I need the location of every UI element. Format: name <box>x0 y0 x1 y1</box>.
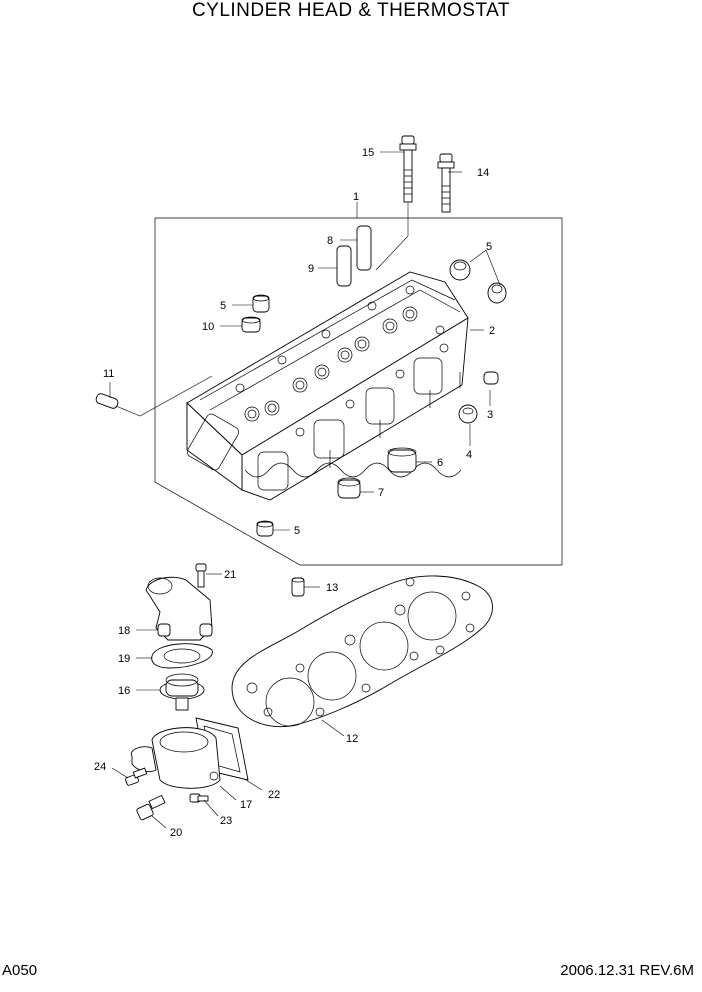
callout-17: 17 <box>240 799 252 811</box>
cap-5-top[interactable] <box>252 294 270 313</box>
callout-1: 1 <box>353 191 359 203</box>
callout-2: 2 <box>489 325 495 337</box>
plug-5-right-a[interactable] <box>449 259 471 281</box>
callout-24: 24 <box>94 761 106 773</box>
callout-22: 22 <box>268 789 280 801</box>
callout-19: 19 <box>118 653 130 665</box>
callout-11: 11 <box>103 368 114 380</box>
plug-4[interactable] <box>458 404 478 424</box>
head-gasket-12[interactable] <box>231 575 493 728</box>
pin-11[interactable] <box>95 393 119 410</box>
dowel-8[interactable] <box>356 225 372 271</box>
bolt-23[interactable] <box>189 793 209 803</box>
page-title: CYLINDER HEAD & THERMOSTAT <box>191 0 511 21</box>
callout-5-right: 5 <box>486 241 492 253</box>
callout-16: 16 <box>118 685 130 697</box>
callout-14: 14 <box>477 167 489 179</box>
sensor-20[interactable] <box>136 794 166 821</box>
thermostat-16[interactable] <box>159 673 205 711</box>
plug-5-bottom[interactable] <box>256 520 274 537</box>
callout-7: 7 <box>378 487 384 499</box>
seal-7[interactable] <box>337 477 361 499</box>
callout-6: 6 <box>437 457 443 469</box>
bolt-14[interactable] <box>437 153 455 213</box>
sensor-13[interactable] <box>291 577 305 597</box>
callout-5-top: 5 <box>220 300 226 312</box>
callout-18: 18 <box>118 625 130 637</box>
assembly-frame <box>154 217 563 566</box>
bolt-15[interactable] <box>399 135 417 203</box>
callout-3: 3 <box>487 409 493 421</box>
thermostat-case-17[interactable] <box>130 727 221 789</box>
cylinder-head[interactable] <box>185 271 469 501</box>
callout-10: 10 <box>202 321 214 333</box>
dowel-9[interactable] <box>336 245 352 287</box>
revision-date: 2006.12.31 REV.6M <box>560 962 694 979</box>
callout-4: 4 <box>466 449 472 461</box>
callout-9: 9 <box>308 263 314 275</box>
gasket-19[interactable] <box>151 643 213 669</box>
page-code: A050 <box>2 962 38 979</box>
thermostat-housing-18[interactable] <box>145 576 213 641</box>
callout-21: 21 <box>224 569 236 581</box>
seal-6[interactable] <box>387 447 417 473</box>
callout-8: 8 <box>327 235 333 247</box>
seal-10[interactable] <box>241 316 261 333</box>
callout-23: 23 <box>220 815 232 827</box>
plug-3[interactable] <box>483 371 499 385</box>
callout-12: 12 <box>346 733 358 745</box>
callout-labels: 15 14 1 8 9 5 5 10 2 11 3 4 6 7 5 21 13 … <box>94 147 495 839</box>
leader-lines <box>109 151 501 829</box>
plug-5-right-b[interactable] <box>487 282 507 304</box>
callout-13: 13 <box>326 582 338 594</box>
callout-15: 15 <box>362 147 374 159</box>
callout-5-bottom: 5 <box>294 525 300 537</box>
bolt-21[interactable] <box>195 563 207 588</box>
callout-20: 20 <box>170 827 182 839</box>
bolt-24[interactable] <box>125 767 148 786</box>
